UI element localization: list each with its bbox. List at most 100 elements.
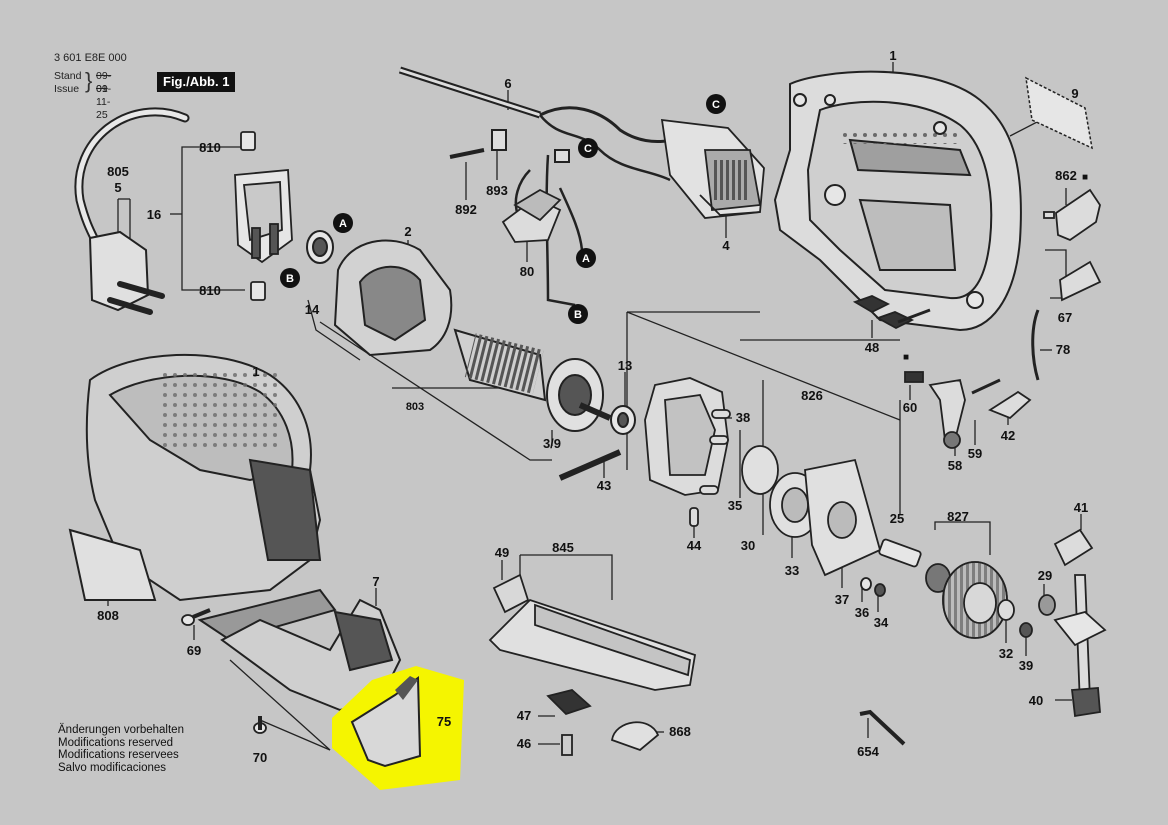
part-label-29: 29 [1038,568,1052,583]
part-label-25: 25 [890,511,904,526]
part-label-41: 41 [1074,500,1088,515]
part-label-60: 60 [903,400,917,415]
part-label-13: 13 [618,358,632,373]
part-label-826: 826 [801,388,823,403]
stand-label: Stand [54,70,82,82]
part-label-893: 893 [486,183,508,198]
part-label-35: 35 [728,498,742,513]
square-marker-862: ■ [1082,172,1088,183]
part-label-868: 868 [669,724,691,739]
revision-block: Stand Issue } 09-01 09-11-25 [54,69,111,122]
part-label-75: 75 [437,714,451,729]
disclaimer-line-en: Modifications reserved [58,736,174,749]
callout-c-mid: C [584,143,592,155]
part-label-30: 30 [741,538,755,553]
part-label-5: 5 [114,180,121,195]
part-label-2: 2 [404,224,411,239]
part-label-1-top: 1 [889,48,896,63]
part-label-9: 9 [1071,86,1078,101]
part-label-34: 34 [874,615,889,630]
assembled-jigsaw-housing [68,353,337,642]
part-label-803: 803 [406,401,424,413]
leader-lines [107,62,1082,751]
callout-b-right: B [574,309,582,321]
part-label-80: 80 [520,264,534,279]
part-label-37: 37 [835,592,849,607]
part-label-845: 845 [552,540,574,555]
part-label-39: 39 [1019,658,1033,673]
part-label-1-housing: 1 [252,364,259,379]
part-label-810-bottom: 810 [199,283,221,298]
stroke-rod-parts [997,528,1107,718]
part-label-59: 59 [968,446,982,461]
part-label-892: 892 [455,202,477,217]
figure-label: Fig./Abb. 1 [157,72,236,92]
stator [306,230,453,357]
disclaimer-line-de: Änderungen vorbehalten [58,724,184,736]
part-label-48: 48 [865,340,879,355]
part-label-14: 14 [305,302,320,317]
part-label-808: 808 [97,608,119,623]
part-label-7: 7 [372,574,379,589]
pendulum-parts [904,371,1032,449]
label-plate [1025,76,1093,150]
part-label-58: 58 [948,458,962,473]
part-label-70: 70 [253,750,267,765]
old-date: 09-01 [96,70,112,95]
disclaimer: Änderungen vorbehalten Modifications res… [58,724,184,774]
part-label-32: 32 [999,646,1013,661]
document-number: 3 601 E8E 000 [54,52,127,64]
part-label-16: 16 [147,207,161,222]
revision-brace: } [85,68,93,93]
highlighted-part-75 [332,666,464,790]
cord-terminal [501,188,562,243]
part-label-38: 38 [736,410,750,425]
armature [453,328,636,435]
base-plate [488,573,697,756]
part-label-3-9: 3/9 [543,436,561,451]
electronic-module [660,118,765,219]
cable-assembly [398,66,701,307]
part-label-43: 43 [597,478,611,493]
disclaimer-line-es: Salvo modificaciones [58,761,167,774]
part-label-4: 4 [722,238,730,253]
part-label-78: 78 [1056,342,1070,357]
guide-pads [852,295,931,330]
part-label-42: 42 [1001,428,1015,443]
issue-label: Issue [54,83,80,95]
part-label-46: 46 [517,736,531,751]
part-label-67: 67 [1058,310,1072,325]
part-label-44: 44 [687,538,702,553]
part-label-49: 49 [495,545,509,560]
hex-key [859,709,906,746]
callout-a-right: A [582,253,590,265]
gear-housing [558,377,731,527]
square-marker-48: ■ [903,352,909,363]
callout-markers [280,94,726,324]
dust-cover [220,598,402,712]
callout-c-top: C [712,99,720,111]
part-label-47: 47 [517,708,531,723]
new-date: 09-11-25 [96,83,112,121]
screws-left [181,608,267,734]
part-label-827: 827 [947,509,969,524]
housing-half-right [773,70,1022,332]
part-label-862: 862 [1055,168,1077,183]
disclaimer-line-fr: Modifications reservees [58,749,179,762]
part-label-36: 36 [855,605,869,620]
callout-b-left: B [286,273,294,285]
part-label-805: 805 [107,164,129,179]
callout-a-left: A [339,218,347,230]
part-label-69: 69 [187,643,201,658]
part-label-40: 40 [1029,693,1043,708]
small-parts-right [1031,188,1102,381]
part-label-6: 6 [504,76,511,91]
part-label-33: 33 [785,563,799,578]
power-cord [74,107,190,315]
cam-plates [741,445,882,577]
switch-assembly [234,131,293,301]
part-label-654: 654 [857,744,879,759]
part-label-810-top: 810 [199,140,221,155]
